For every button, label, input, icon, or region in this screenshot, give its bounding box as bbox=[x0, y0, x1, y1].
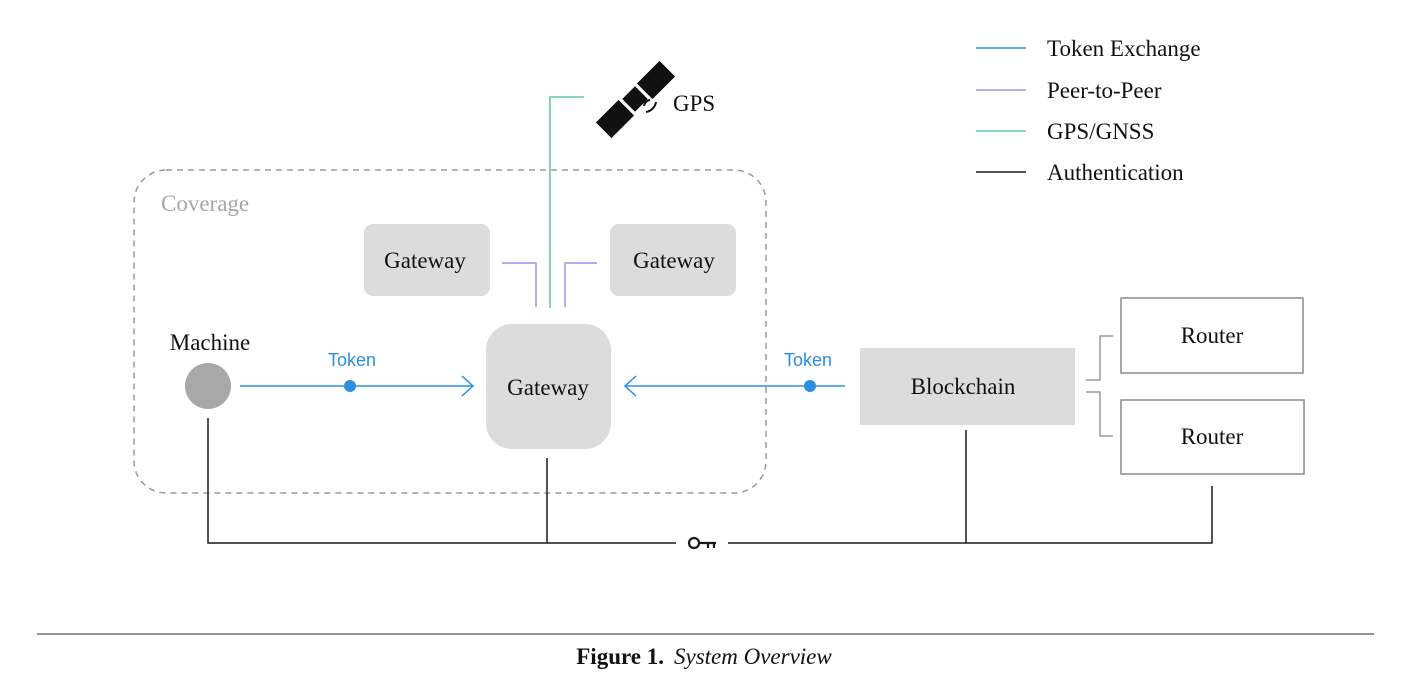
gateway-right-node: Gateway bbox=[610, 224, 736, 296]
router-bottom-label: Router bbox=[1181, 424, 1244, 449]
gateway-center-node: Gateway bbox=[486, 324, 611, 449]
figure-caption-label: Figure 1. bbox=[576, 644, 664, 669]
legend: Token Exchange Peer-to-Peer GPS/GNSS Aut… bbox=[976, 36, 1201, 185]
legend-label-token-exchange: Token Exchange bbox=[1047, 36, 1201, 61]
satellite-icon bbox=[595, 60, 676, 139]
legend-label-peer-to-peer: Peer-to-Peer bbox=[1047, 78, 1162, 103]
authentication-bus bbox=[207, 418, 1213, 544]
gateway-center-label: Gateway bbox=[507, 375, 589, 400]
legend-label-authentication: Authentication bbox=[1047, 160, 1184, 185]
legend-label-gps-gnss: GPS/GNSS bbox=[1047, 119, 1154, 144]
machine-node bbox=[185, 363, 231, 409]
gateway-left-node: Gateway bbox=[364, 224, 490, 296]
token-label-right: Token bbox=[784, 350, 832, 370]
coverage-label: Coverage bbox=[161, 191, 249, 216]
blockchain-label: Blockchain bbox=[911, 374, 1016, 399]
gps-link bbox=[549, 96, 584, 308]
p2p-link-left bbox=[502, 262, 537, 307]
router-link-bottom bbox=[1086, 391, 1113, 437]
p2p-link-right bbox=[564, 262, 597, 307]
router-bottom-node: Router bbox=[1120, 399, 1305, 475]
gps-label: GPS bbox=[673, 91, 715, 116]
router-top-node: Router bbox=[1120, 297, 1304, 374]
figure-caption-title: System Overview bbox=[674, 644, 832, 669]
figure-caption: Figure 1. System Overview bbox=[576, 644, 832, 669]
token-arrowhead-left bbox=[461, 375, 475, 397]
token-arrowhead-right bbox=[623, 375, 637, 397]
gateway-left-label: Gateway bbox=[384, 248, 466, 273]
coverage-region bbox=[133, 169, 767, 494]
router-top-label: Router bbox=[1181, 323, 1244, 348]
gateway-right-label: Gateway bbox=[633, 248, 715, 273]
blockchain-node: Blockchain bbox=[860, 348, 1075, 425]
key-icon bbox=[687, 536, 716, 550]
token-label-left: Token bbox=[328, 350, 376, 370]
token-dot-right bbox=[804, 380, 816, 392]
machine-label: Machine bbox=[170, 330, 250, 355]
router-link-top bbox=[1086, 335, 1113, 381]
token-dot-left bbox=[344, 380, 356, 392]
